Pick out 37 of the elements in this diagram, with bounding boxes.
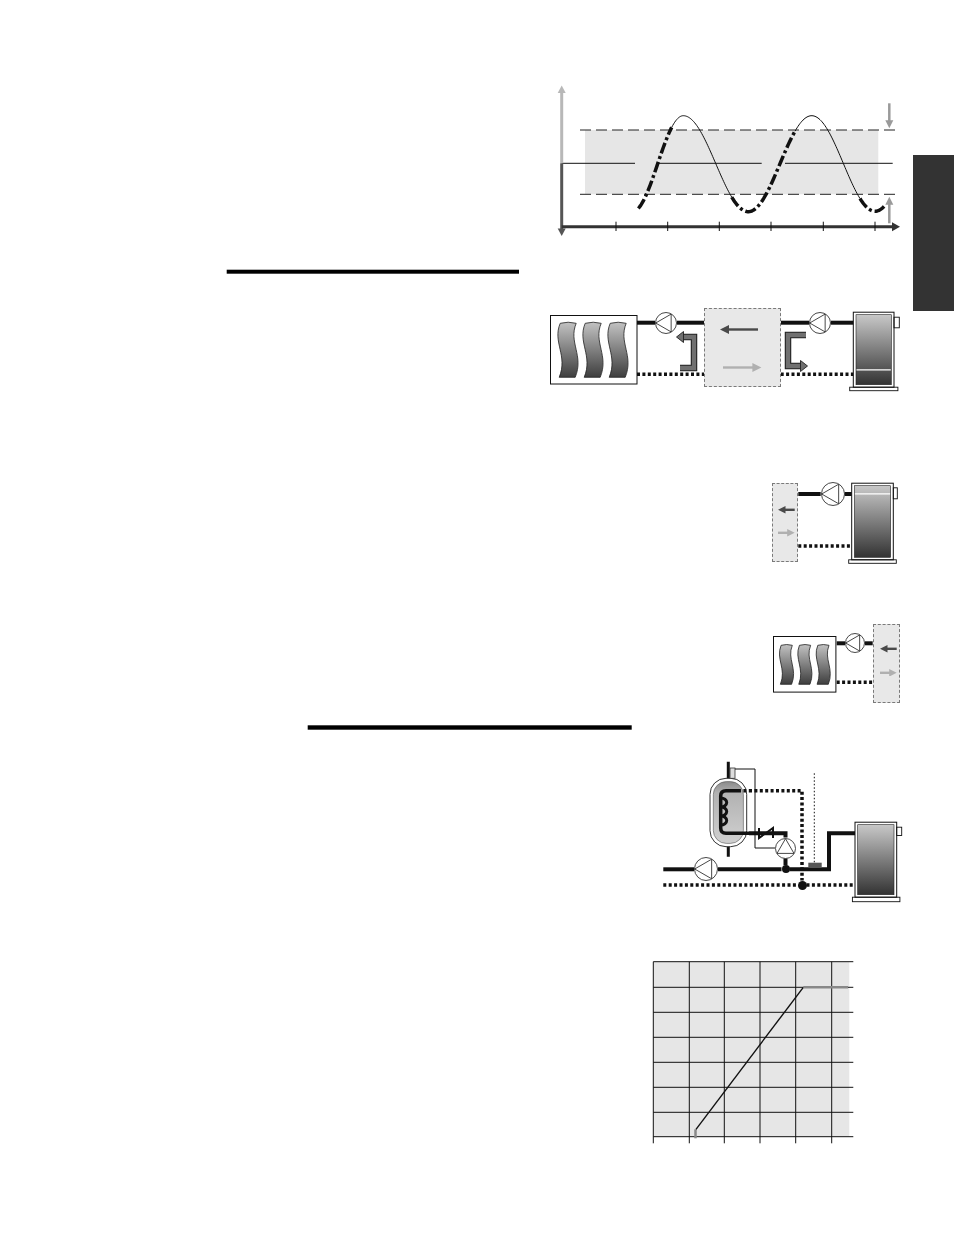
pipe (789, 831, 855, 872)
dotted-pipe (637, 372, 705, 377)
dotted-pipe (836, 680, 873, 685)
junction-dot-icon (797, 880, 807, 890)
pump-icon (845, 633, 865, 654)
pipe (780, 320, 809, 325)
junction-dot-icon (781, 865, 790, 874)
dotted-pipe (663, 883, 798, 887)
pipe (865, 641, 873, 646)
pipe (831, 320, 854, 325)
pipe (798, 492, 821, 496)
dotted-pipe (749, 788, 804, 881)
tank-drawing (708, 761, 749, 858)
wire (748, 768, 776, 849)
boiler-drawing (848, 482, 898, 564)
pump-icon (820, 482, 845, 506)
side-tab (912, 155, 954, 311)
pipe (677, 320, 705, 325)
device-box (704, 308, 781, 388)
radiator-drawing (773, 635, 837, 693)
device-box (872, 624, 900, 704)
pipe (663, 867, 694, 872)
pump-icon (655, 311, 677, 334)
pipe (836, 641, 845, 646)
boiler-drawing (852, 821, 902, 903)
pipe (718, 867, 782, 872)
dotted-pipe (806, 883, 855, 887)
pipe (637, 320, 655, 325)
device-box (771, 482, 799, 562)
boiler-drawing (849, 311, 900, 391)
dotted-pipe (780, 372, 854, 377)
radiator-drawing (549, 315, 637, 385)
pump-icon (809, 311, 831, 334)
pump-icon (694, 857, 718, 882)
dotted-pipe (798, 544, 852, 548)
pump-icon (775, 837, 796, 859)
pipe (749, 831, 788, 838)
